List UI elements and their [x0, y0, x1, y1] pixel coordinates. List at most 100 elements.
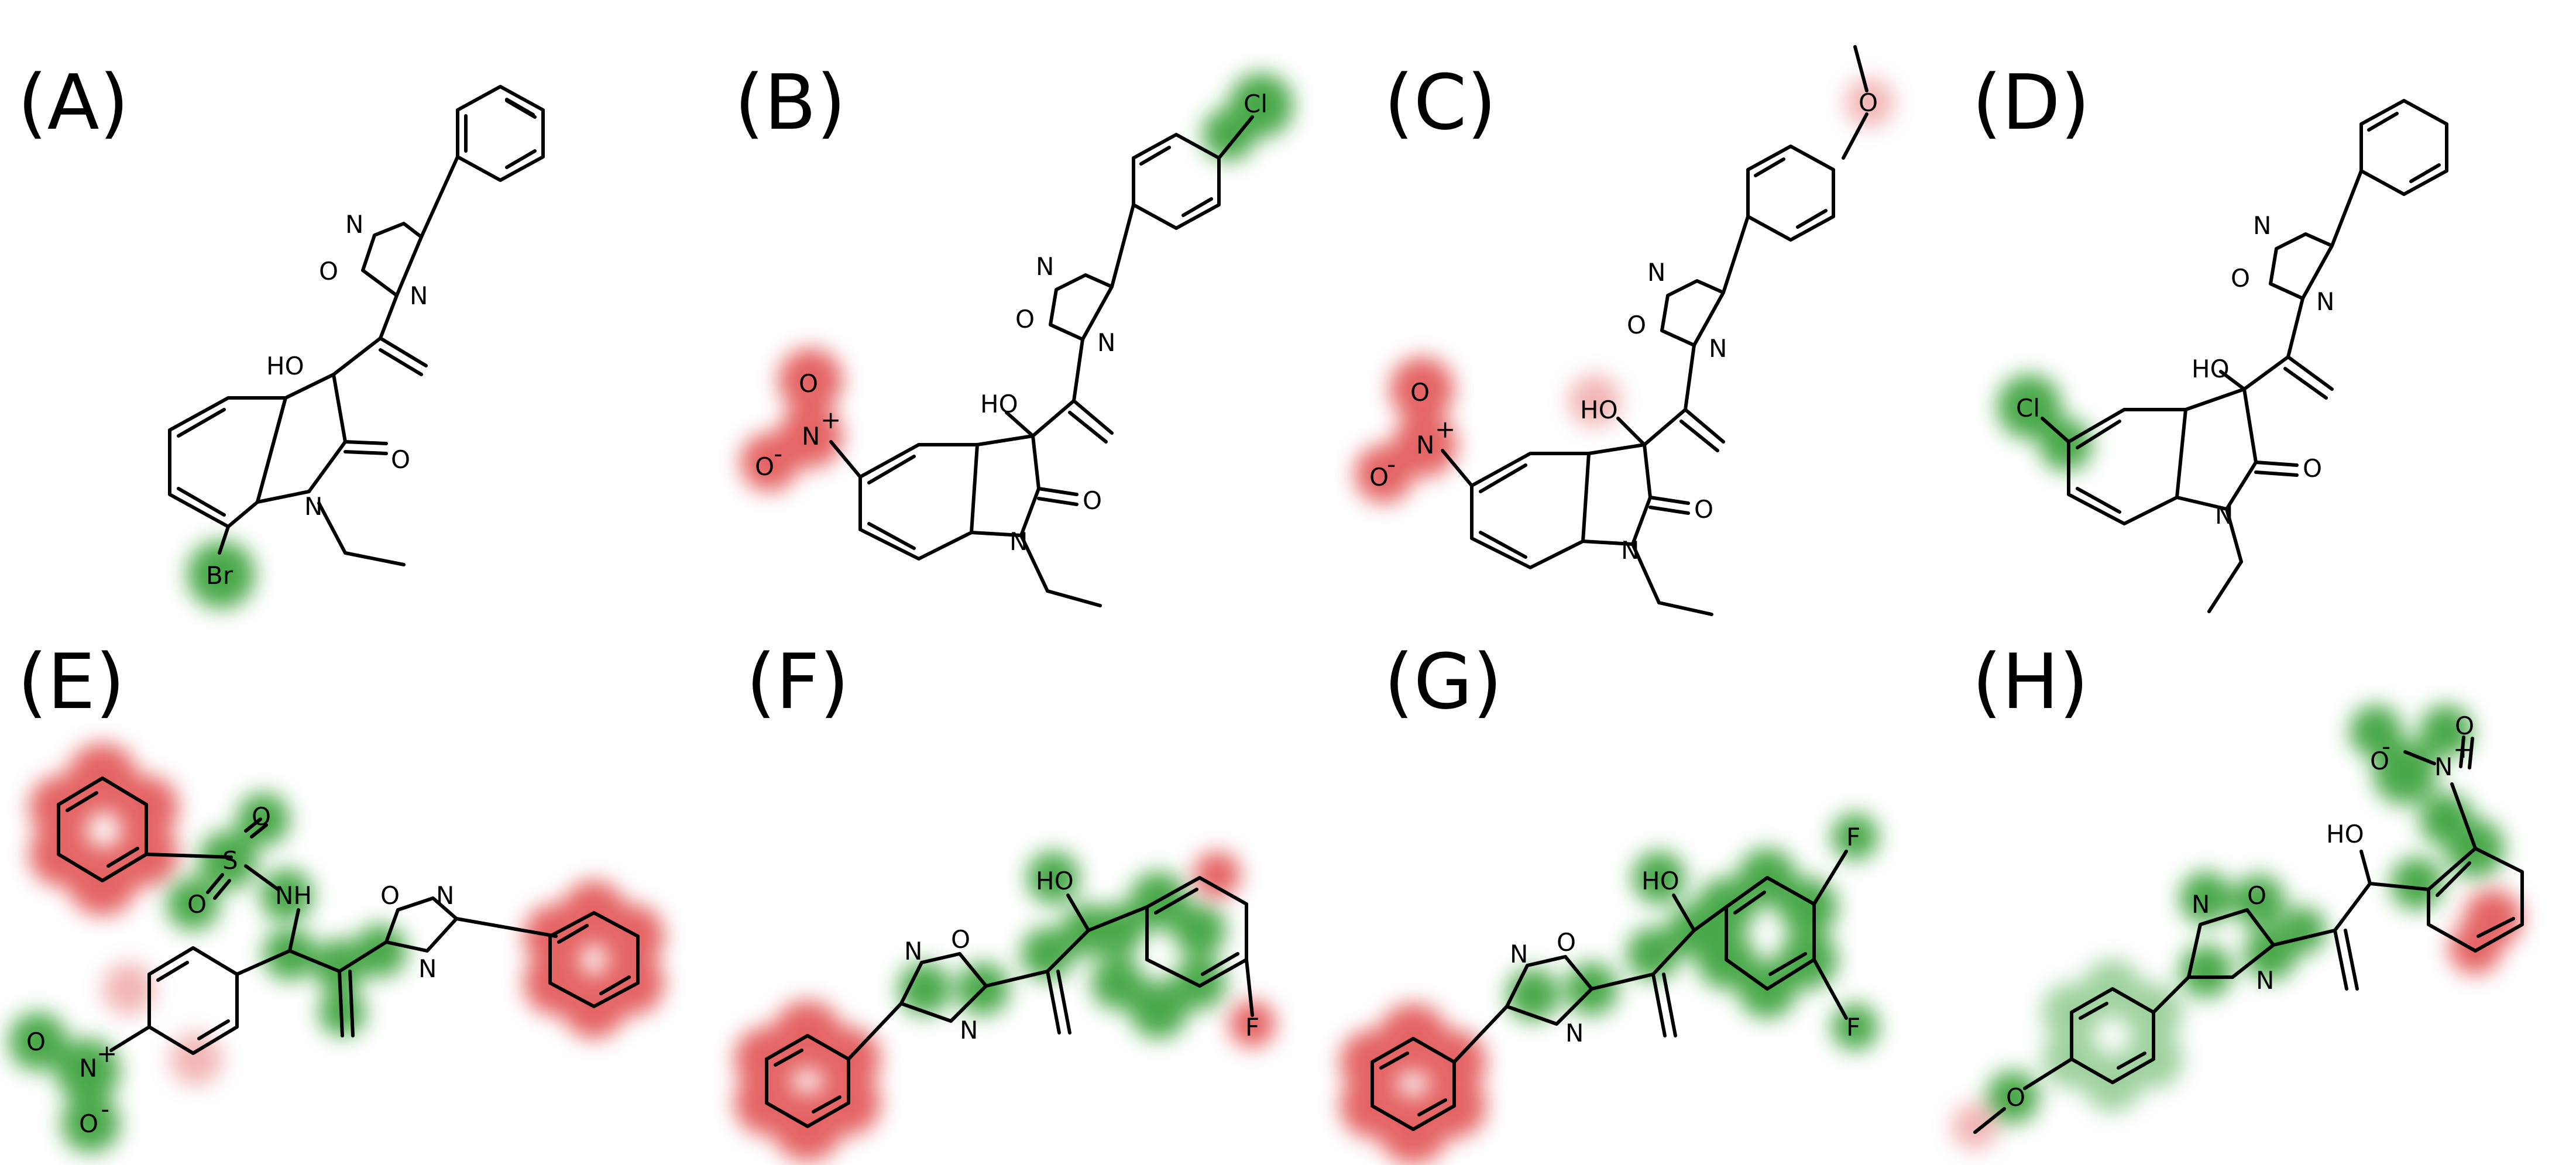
panel-label: (C) — [1384, 58, 1496, 147]
atom-label: O — [2455, 712, 2474, 740]
highlight-nitro-h — [2350, 705, 2472, 846]
atom-label: N — [1565, 1019, 1584, 1047]
atom-label: O — [1410, 378, 1430, 407]
atom-label: O — [755, 452, 774, 481]
panel-label: (H) — [1972, 637, 2089, 726]
highlight-hydroxyl — [1568, 374, 1621, 427]
atom-label: N — [1621, 536, 1639, 565]
atom-label: O — [380, 881, 400, 910]
panel-c: (C) — [1355, 45, 1894, 616]
highlight-phenyl-e — [524, 881, 664, 1039]
atom-label: N — [1709, 334, 1727, 363]
atom-label: O — [2247, 881, 2266, 910]
atom-label: S — [222, 846, 238, 875]
atom-label: F — [1846, 823, 1860, 851]
panel-label: (E) — [18, 637, 125, 726]
panel-d: (D) N — [1972, 58, 2448, 613]
atom-label: O — [1015, 305, 1035, 334]
atom-label: O — [1369, 463, 1389, 492]
atom-label: N — [436, 881, 454, 910]
atom-label: N — [79, 1054, 97, 1082]
highlight-anisyl-h — [2042, 960, 2183, 1112]
atom-label: O — [2231, 264, 2250, 293]
molecule-a-atoms: N O N HO O N Br — [206, 210, 428, 590]
atom-label: N — [904, 937, 922, 965]
atom-label: N — [802, 422, 820, 451]
atom-label: - — [1387, 450, 1396, 479]
atom-label: Br — [206, 561, 233, 590]
atom-label: NH — [275, 881, 312, 910]
atom-label: O — [1627, 311, 1646, 339]
highlight-phenyl-f — [734, 1001, 881, 1161]
atom-label: N — [1097, 328, 1115, 357]
atom-label: N — [1510, 940, 1528, 968]
atom-label: HO — [1641, 867, 1679, 895]
atom-label: Cl — [1244, 90, 1268, 118]
atom-label: N — [304, 492, 322, 521]
molecule-h-atoms: O - N + O HO N O N O — [2006, 712, 2474, 1112]
atom-label: Cl — [2016, 394, 2040, 422]
panel-label: (A) — [18, 58, 129, 147]
highlight-nitro-e — [9, 1012, 120, 1153]
atom-label: O — [1859, 88, 1878, 117]
atom-label: O — [2370, 747, 2389, 775]
molecule-c-bonds — [1441, 45, 1869, 616]
atom-label: HO — [980, 390, 1018, 418]
atom-label: N — [960, 1016, 978, 1044]
molecule-d-bonds — [2041, 99, 2448, 613]
atom-label: N — [345, 210, 363, 239]
atom-label: N — [1009, 527, 1028, 556]
molecule-e-bonds — [57, 776, 640, 1055]
atom-label: - — [774, 439, 782, 468]
panel-label: (B) — [734, 58, 846, 147]
atom-label: O — [951, 925, 970, 954]
atom-label: O — [1557, 928, 1576, 957]
atom-label: N — [1416, 431, 1434, 459]
atom-label: N — [418, 954, 437, 983]
panel-label: (G) — [1384, 637, 1502, 726]
atom-label: N — [2253, 211, 2271, 240]
atom-label: + — [97, 1039, 117, 1068]
highlight-phenyl-g — [1340, 1004, 1486, 1164]
highlight-br — [187, 541, 255, 609]
atom-label: N — [1647, 258, 1665, 287]
panel-b: (B) — [734, 58, 1293, 607]
atom-label: N — [2434, 752, 2453, 781]
atom-label: O — [1694, 495, 1713, 524]
panel-a: (A) — [18, 58, 545, 609]
molecule-c-atoms: O N O N HO O N + O - O N — [1369, 88, 1878, 565]
molecule-b-bonds — [829, 115, 1254, 607]
atom-label: N — [1036, 252, 1054, 281]
atom-label: N — [2256, 966, 2274, 995]
atom-label: N — [2192, 890, 2210, 919]
highlight-aryl-e — [102, 963, 222, 1085]
panel-label: (F) — [746, 637, 849, 726]
atom-label: O — [252, 802, 271, 831]
molecule-b-atoms: Cl N O N HO O N + O - O N — [755, 90, 1268, 556]
atom-label: HO — [1036, 867, 1074, 895]
molecule-g-atoms: HO F N O N F — [1510, 823, 1860, 1047]
highlight-methoxy — [1845, 78, 1894, 127]
atom-label: O — [319, 257, 338, 286]
highlight-methyl-h — [1952, 1103, 1998, 1150]
atom-label: HO — [2326, 820, 2364, 848]
highlight-phenyl-sulfonyl — [29, 743, 178, 916]
atom-label: N — [2316, 287, 2334, 316]
panel-h: (H) — [1952, 637, 2524, 1150]
atom-label: O — [26, 1027, 46, 1056]
highlight-nitro — [740, 348, 843, 492]
molecule-f-bonds — [765, 876, 1254, 1128]
atom-label: + — [1435, 415, 1455, 444]
highlight-ring-f-edge — [1194, 851, 1276, 1047]
panel-e: (E) — [9, 637, 664, 1153]
atom-label: F — [1245, 1013, 1259, 1042]
highlight-nitro — [1355, 357, 1457, 503]
molecule-e-atoms: O S O NH O N N O N + O - — [26, 802, 454, 1138]
atom-label: O — [187, 890, 207, 919]
panel-f: (F) — [734, 637, 1276, 1161]
atom-label: N — [410, 281, 428, 310]
atom-label: O — [79, 1109, 98, 1138]
atom-label: O — [1083, 486, 1102, 515]
highlight-cl — [1203, 73, 1293, 161]
